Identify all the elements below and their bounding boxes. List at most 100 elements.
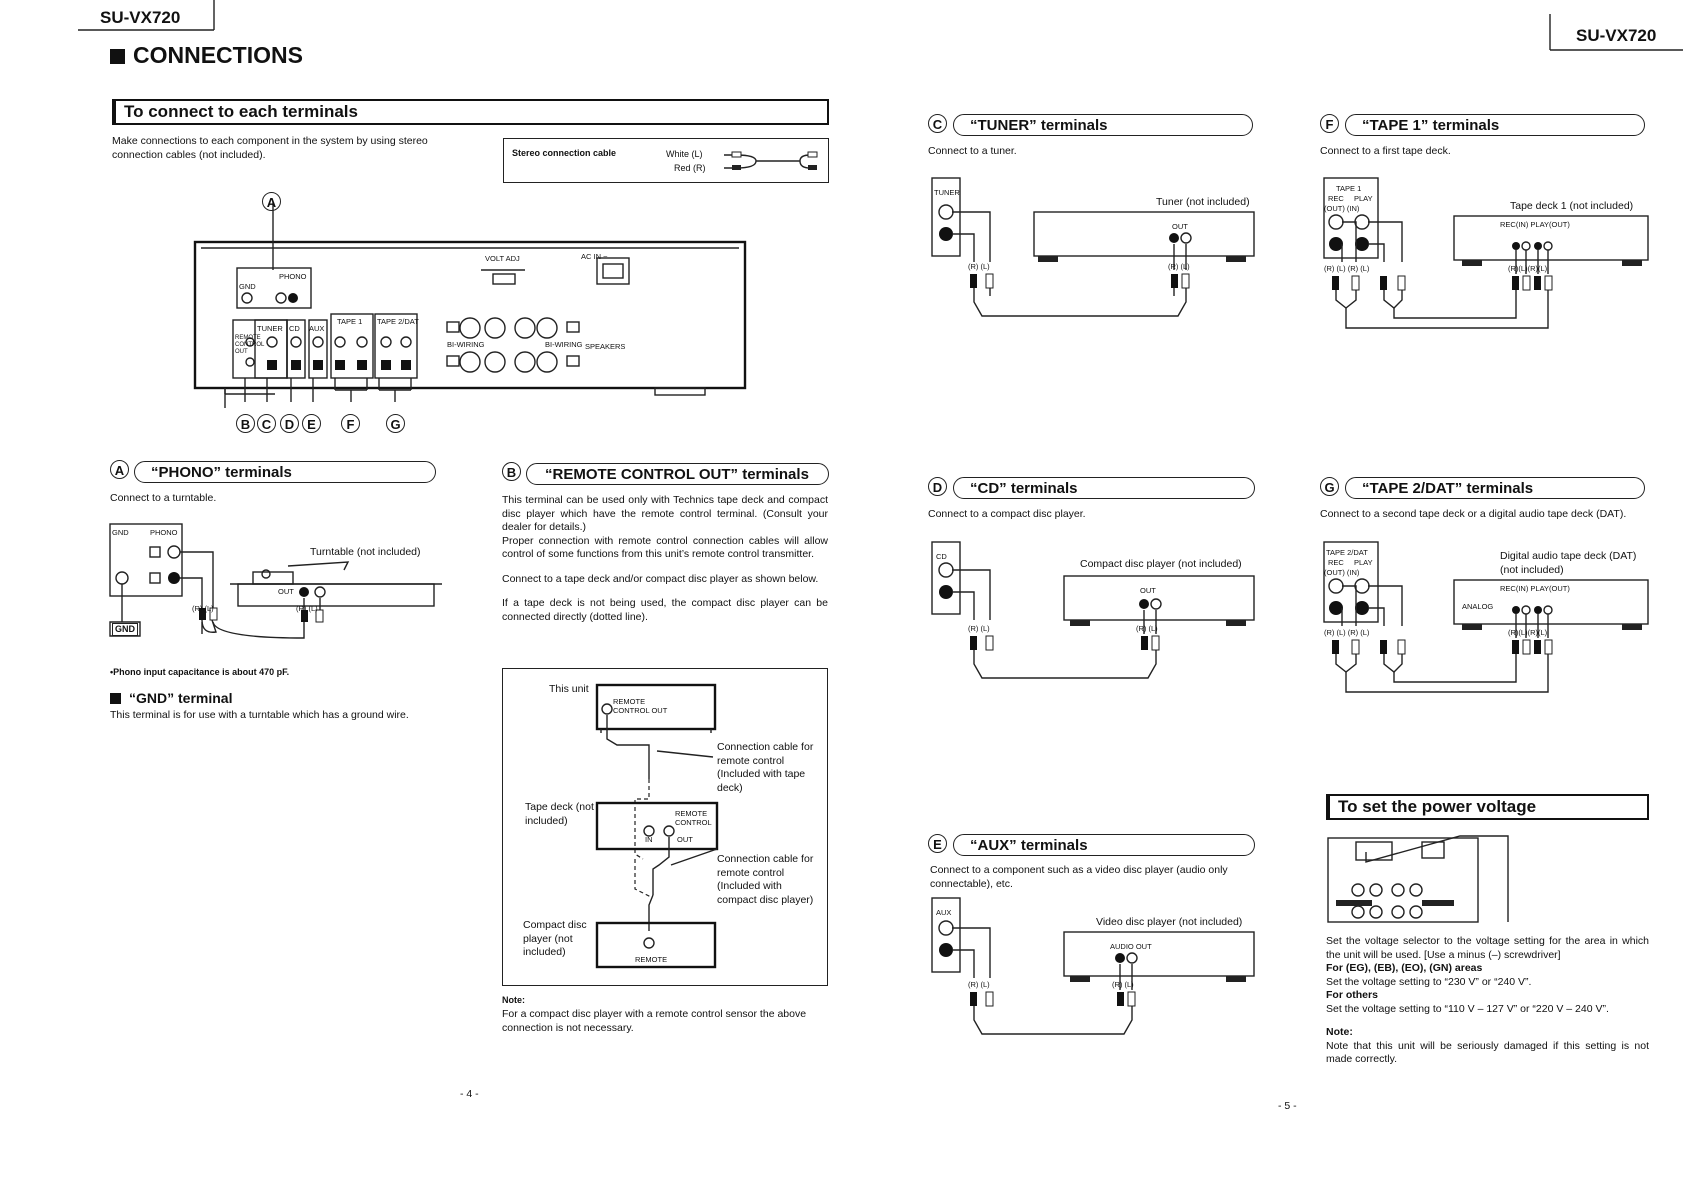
model-number-left: SU-VX720: [100, 8, 181, 27]
tape2-drawing: [1323, 541, 1649, 693]
cable-white-label: White (L): [666, 149, 703, 159]
cable2-label: Connection cable for remote control (Inc…: [717, 853, 814, 906]
speakers-label: SPEAKERS: [585, 342, 626, 351]
volt-adj-label: VOLT ADJ: [485, 254, 520, 263]
remote-p3: Connect to a tape deck and/or compact di…: [502, 572, 819, 585]
aux-rl-left: (R) (L): [968, 980, 990, 989]
tape1-rl-right: (R)(L)(R)(L): [1508, 264, 1548, 273]
power-voltage-text: Set the voltage selector to the voltage …: [1326, 935, 1649, 1067]
remote-p2: Proper connection with remote control co…: [502, 534, 828, 561]
page-title: CONNECTIONS: [110, 42, 303, 69]
turntable-out-label: OUT: [278, 587, 294, 596]
tape1-heading: “TAPE 1” terminals: [1345, 114, 1645, 136]
section-heading-each-terminals: To connect to each terminals: [112, 99, 829, 125]
tuner-out-label: OUT: [1172, 222, 1188, 231]
tape-in-label: IN: [645, 835, 653, 844]
callout-g: G: [386, 414, 405, 434]
aux-desc: Connect to a component such as a video d…: [930, 864, 1228, 890]
phono-rl-left: (R) (L): [192, 604, 214, 613]
remote-heading: “REMOTE CONTROL OUT” terminals: [526, 463, 829, 485]
cd-letter: D: [928, 477, 947, 497]
ac-in-label: AC IN ~: [581, 252, 608, 261]
tape1-tag: TAPE 1: [1336, 184, 1362, 193]
model-number-right: SU-VX720: [1576, 26, 1657, 45]
remote-control-out-label: REMOTE CONTROL OUT: [235, 335, 265, 355]
phono-heading: “PHONO” terminals: [134, 461, 436, 483]
cd-heading: “CD” terminals: [953, 477, 1255, 499]
aux-rl-right: (R) (L): [1112, 980, 1134, 989]
callout-f: F: [341, 414, 360, 434]
power-voltage-heading: To set the power voltage: [1326, 794, 1649, 820]
callout-a: A: [262, 192, 281, 212]
cd-tag: CD: [936, 552, 947, 561]
this-unit-label: This unit: [549, 683, 589, 695]
callout-e: E: [302, 414, 321, 434]
remote-p1: This terminal can be used only with Tech…: [502, 494, 828, 533]
turntable-label: Turntable (not included): [310, 546, 421, 558]
tape2-outin: (OUT) (IN): [1324, 568, 1360, 577]
gnd-heading: “GND” terminal: [110, 690, 232, 706]
tape1-outin: (OUT) (IN): [1324, 204, 1360, 213]
power-others-text: Set the voltage setting to “110 V – 127 …: [1326, 1002, 1609, 1015]
tuner-label: TUNER: [257, 324, 283, 333]
bi-wiring-label-2: BI-WIRING: [545, 340, 583, 349]
tuner-drawing: [931, 177, 1255, 317]
tape2-letter: G: [1320, 477, 1339, 497]
rear-panel-drawing: [193, 202, 747, 408]
phono-diagram: GND PHONO Turntable (not included) OUT (…: [108, 522, 448, 647]
aux-letter: E: [928, 834, 947, 854]
cd-player-label: Compact disc player (not included): [523, 919, 587, 958]
power-voltage-drawing: [1327, 835, 1509, 923]
header-rule-left: [78, 0, 215, 31]
remote-p4: If a tape deck is not being used, the co…: [502, 597, 828, 623]
aux-out-label: AUDIO OUT: [1110, 942, 1152, 951]
cd-out-label: OUT: [1140, 586, 1156, 595]
power-eg-text: Set the voltage setting to “230 V” or “2…: [1326, 975, 1532, 988]
rear-panel-diagram: VOLT ADJ AC IN ~ PHONO GND TUNER CD AUX …: [193, 190, 755, 440]
aux-tag: AUX: [936, 908, 952, 917]
cd-device-label: Compact disc player (not included): [1080, 558, 1242, 570]
phono-gnd-label: GND: [112, 528, 129, 537]
phono-capacitance-note: •Phono input capacitance is about 470 pF…: [110, 667, 290, 677]
power-voltage-diagram: [1326, 835, 1512, 928]
tuner-rl-right: (R) (L): [1168, 262, 1190, 271]
power-others-heading: For others: [1326, 989, 1378, 1001]
cd-rl-right: (R) (L): [1136, 624, 1158, 633]
power-eg-heading: For (EG), (EB), (EO), (GN) areas: [1326, 962, 1483, 974]
tape1-label: TAPE 1: [337, 317, 363, 326]
square-bullet-icon: [110, 49, 125, 64]
phono-desc: Connect to a turntable.: [110, 492, 217, 504]
tuner-rl-left: (R) (L): [968, 262, 990, 271]
tape1-recplay: REC(IN) PLAY(OUT): [1500, 220, 1570, 229]
tuner-diagram: TUNER Tuner (not included) OUT (R) (L) (…: [930, 176, 1260, 326]
bi-wiring-label-1: BI-WIRING: [447, 340, 485, 349]
cd-remote-label: REMOTE: [635, 955, 668, 964]
aux-device-label: Video disc player (not included): [1096, 916, 1243, 928]
cd-drawing: [931, 541, 1255, 679]
page-number-right: - 5 -: [1278, 1100, 1297, 1112]
tape1-rl: (R) (L) (R) (L): [1324, 264, 1370, 273]
remote-control-out-label: REMOTE CONTROL OUT: [613, 697, 668, 715]
gnd-tag: GND: [112, 623, 138, 636]
tape2-device-label: Digital audio tape deck (DAT) (not inclu…: [1500, 550, 1637, 576]
tape2-play: PLAY: [1354, 558, 1373, 567]
tape1-drawing: [1323, 177, 1649, 329]
tape2-rec: REC: [1328, 558, 1344, 567]
phono-rl-right: (R) (L): [296, 604, 318, 613]
tape-remote-control-label: REMOTE CONTROL: [675, 809, 712, 827]
cd-desc: Connect to a compact disc player.: [928, 508, 1086, 520]
stereo-cable-label: Stereo connection cable: [512, 148, 617, 158]
remote-diagram: This unit REMOTE CONTROL OUT Connection …: [502, 668, 828, 986]
power-p1: Set the voltage selector to the voltage …: [1326, 935, 1649, 961]
header-rule-right: [1549, 14, 1683, 51]
each-terminals-intro: Make connections to each component in th…: [112, 135, 428, 161]
phono-drawing: [109, 523, 442, 639]
tuner-letter: C: [928, 114, 947, 134]
tape1-letter: F: [1320, 114, 1339, 134]
page-number-left: - 4 -: [460, 1088, 479, 1100]
tuner-heading: “TUNER” terminals: [953, 114, 1253, 136]
tape-deck-label: Tape deck (not included): [525, 801, 594, 827]
square-bullet-icon: [110, 693, 121, 704]
tape2-label: TAPE 2/DAT: [377, 317, 419, 326]
cable1-label: Connection cable for remote control (Inc…: [717, 741, 814, 794]
